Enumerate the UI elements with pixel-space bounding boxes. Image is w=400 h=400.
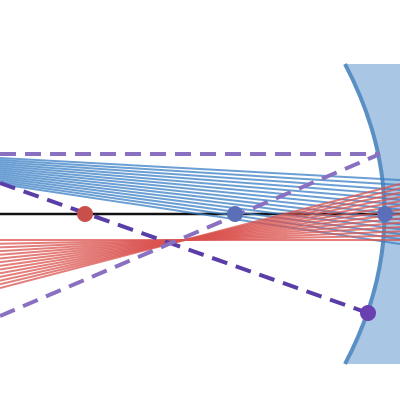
blue-ray [0, 165, 400, 201]
red-ray [0, 183, 400, 289]
red-ray-bundle [0, 183, 400, 289]
blue-ray [0, 181, 400, 241]
blue-ray [0, 161, 400, 191]
blue-ray [0, 167, 400, 206]
blue-ray [0, 157, 400, 181]
focal-point [77, 206, 93, 222]
blue-ray [0, 177, 400, 231]
dashed-line-descending [0, 181, 369, 315]
blue-ray [0, 169, 400, 211]
mirror-edge-point [360, 305, 376, 321]
center-of-curvature [227, 206, 243, 222]
blue-ray [0, 179, 400, 236]
vertex-point [377, 206, 393, 222]
dashed-line-ascending [0, 152, 381, 318]
blue-ray [0, 163, 400, 196]
blue-ray [0, 159, 400, 186]
concave-mirror [345, 64, 400, 364]
blue-ray [0, 173, 400, 221]
